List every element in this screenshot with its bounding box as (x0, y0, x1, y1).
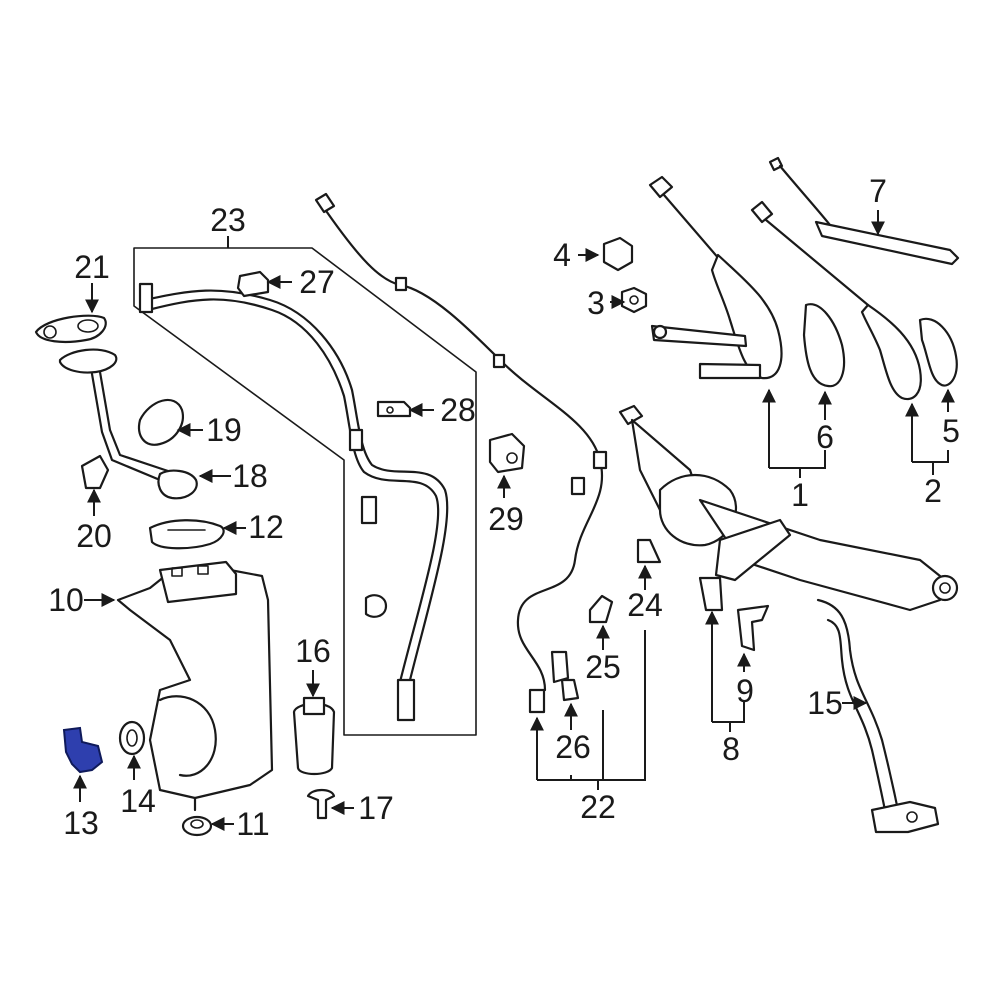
washer-pump-16 (292, 696, 336, 776)
callout-17: 17 (358, 790, 394, 826)
callout-22: 22 (580, 789, 616, 825)
callout-29: 29 (488, 501, 524, 537)
wiper-arm-right (750, 200, 922, 401)
callout-5: 5 (942, 413, 960, 449)
clip-25 (588, 594, 614, 624)
nut-4 (602, 236, 634, 272)
callout-7: 7 (869, 173, 887, 209)
callout-23: 23 (210, 202, 246, 238)
washer-hose-assembly (138, 282, 449, 722)
arm-cover-5 (918, 317, 958, 387)
bracket-28 (376, 400, 412, 418)
washer-reservoir (116, 560, 274, 812)
grommet-14 (118, 720, 146, 756)
grommet-29 (488, 432, 526, 474)
callout-2: 2 (924, 473, 942, 509)
callout-3: 3 (587, 285, 605, 321)
wiper-linkage (618, 404, 959, 612)
washer-pump-13 (62, 726, 104, 774)
callout-27: 27 (299, 264, 335, 300)
wiper-blade-7 (768, 156, 960, 266)
filler-neck-18 (58, 348, 198, 500)
callout-24: 24 (627, 587, 663, 623)
callout-15: 15 (807, 685, 843, 721)
callout-14: 14 (120, 783, 156, 819)
callout-6: 6 (816, 419, 834, 455)
callout-13: 13 (63, 805, 99, 841)
callout-19: 19 (206, 412, 242, 448)
arm-cover-6 (802, 303, 846, 388)
clip-27 (236, 270, 270, 298)
clip-20 (80, 454, 110, 490)
callout-11: 11 (236, 806, 269, 842)
callout-10: 10 (48, 582, 84, 618)
wiring-harness (314, 192, 608, 714)
callout-18: 18 (232, 458, 268, 494)
bracket-9 (736, 604, 770, 652)
grommet-11 (181, 815, 213, 837)
connector-26 (550, 650, 580, 702)
clip-24 (636, 538, 662, 564)
callout-1: 1 (791, 477, 809, 513)
callout-9: 9 (736, 673, 754, 709)
cap-19 (137, 399, 184, 446)
callout-8: 8 (722, 731, 740, 767)
callout-21: 21 (74, 249, 110, 285)
callout-4: 4 (553, 237, 571, 273)
gasket-21 (34, 314, 107, 343)
highlighted-part (62, 726, 104, 774)
callout-12: 12 (248, 509, 284, 545)
callout-16: 16 (295, 633, 331, 669)
callout-25: 25 (585, 649, 621, 685)
callout-28: 28 (440, 392, 476, 428)
screw-17 (306, 788, 336, 820)
wiper-arm-left (648, 175, 783, 380)
leader-lines (73, 210, 955, 831)
nut-3 (620, 286, 648, 314)
callout-20: 20 (76, 518, 112, 554)
callout-numbers: 1 2 3 4 5 6 7 8 9 10 11 12 13 14 15 16 1… (48, 173, 960, 842)
hose-assembly-outline (133, 247, 477, 736)
seal-12 (148, 519, 225, 550)
callout-26: 26 (555, 729, 591, 765)
